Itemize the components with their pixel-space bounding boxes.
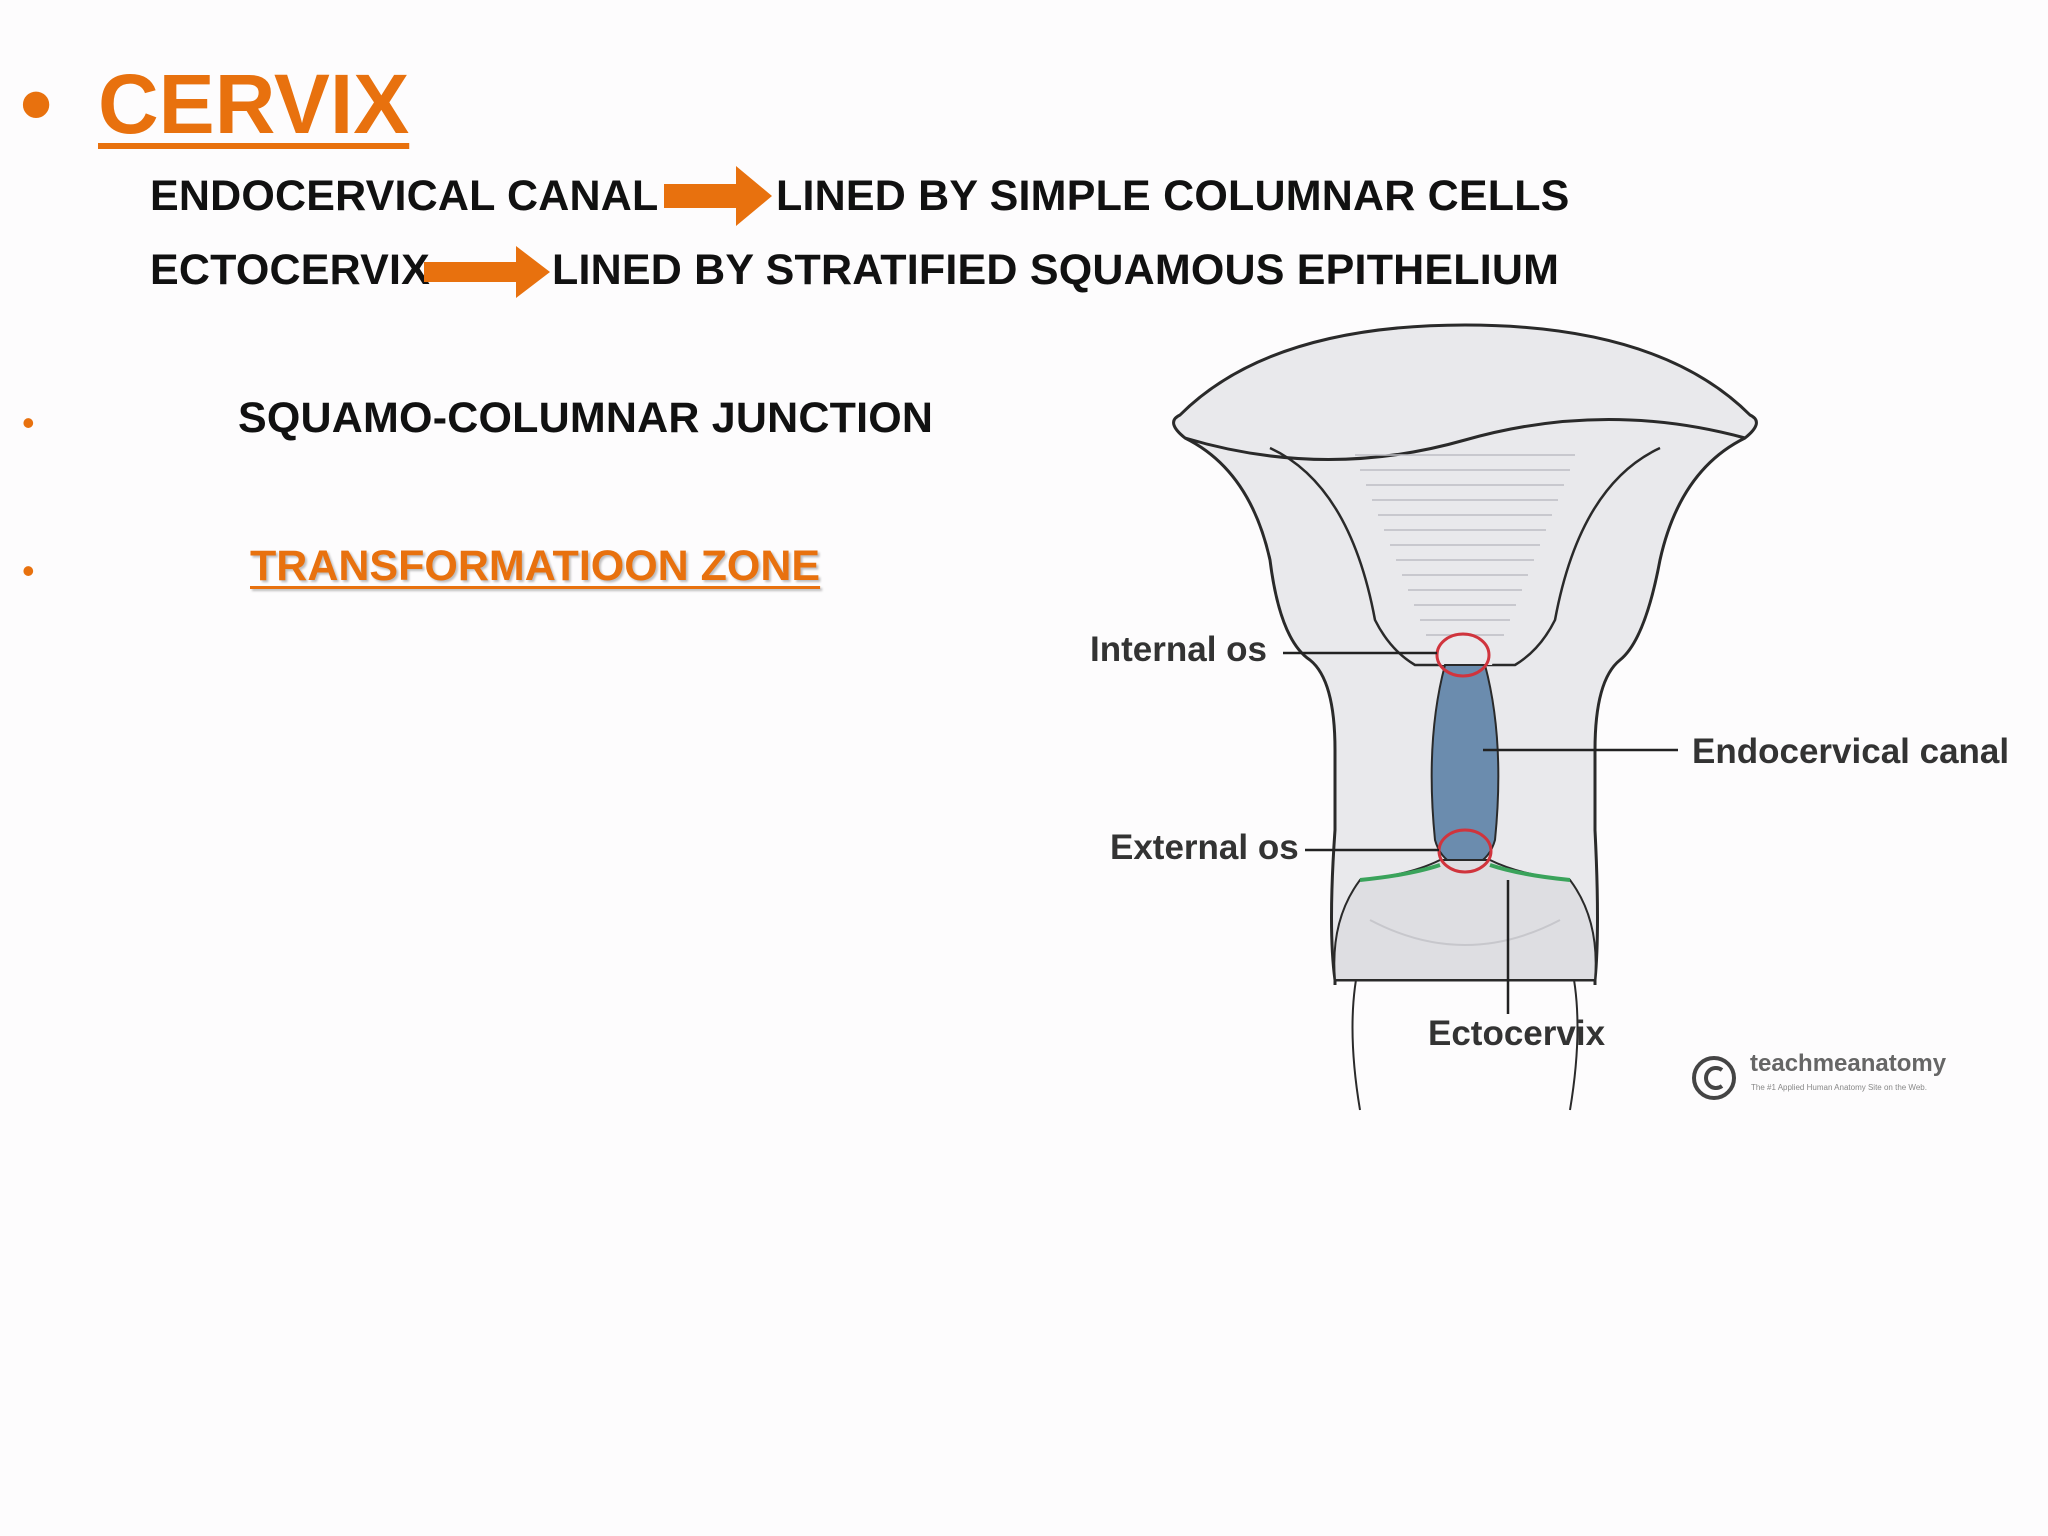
arrow-right-icon xyxy=(664,166,772,226)
label-external-os: External os xyxy=(1110,828,1299,867)
point-bullet: • xyxy=(22,402,35,443)
label-internal-os: Internal os xyxy=(1090,630,1267,669)
credit-brand: teachmeanatomy xyxy=(1750,1050,1947,1077)
label-ectocervix: Ectocervix xyxy=(1428,1014,1606,1053)
point-squamo-columnar-junction: SQUAMO-COLUMNAR JUNCTION xyxy=(238,394,934,442)
slide-title: CERVIX xyxy=(98,57,410,151)
credit-tagline: The #1 Applied Human Anatomy Site on the… xyxy=(1751,1083,1927,1092)
title-bullet: • xyxy=(20,53,53,155)
row-endocervical-label: ENDOCERVICAL CANAL xyxy=(150,172,659,220)
row-ectocervix-description: LINED BY STRATIFIED SQUAMOUS EPITHELIUM xyxy=(552,246,1560,294)
point-bullet: • xyxy=(22,550,35,591)
cervix-illustration xyxy=(1172,323,1758,1111)
arrow-right-icon xyxy=(424,246,550,298)
row-ectocervix-label: ECTOCERVIX xyxy=(150,246,430,294)
label-endocervical-canal: Endocervical canal xyxy=(1692,732,2010,771)
row-endocervical-description: LINED BY SIMPLE COLUMNAR CELLS xyxy=(776,172,1570,220)
point-transformation-zone: TRANSFORMATIOON ZONE xyxy=(250,542,821,590)
cervix-diagram: Internal os Endocervical canal External … xyxy=(1060,320,2048,1120)
